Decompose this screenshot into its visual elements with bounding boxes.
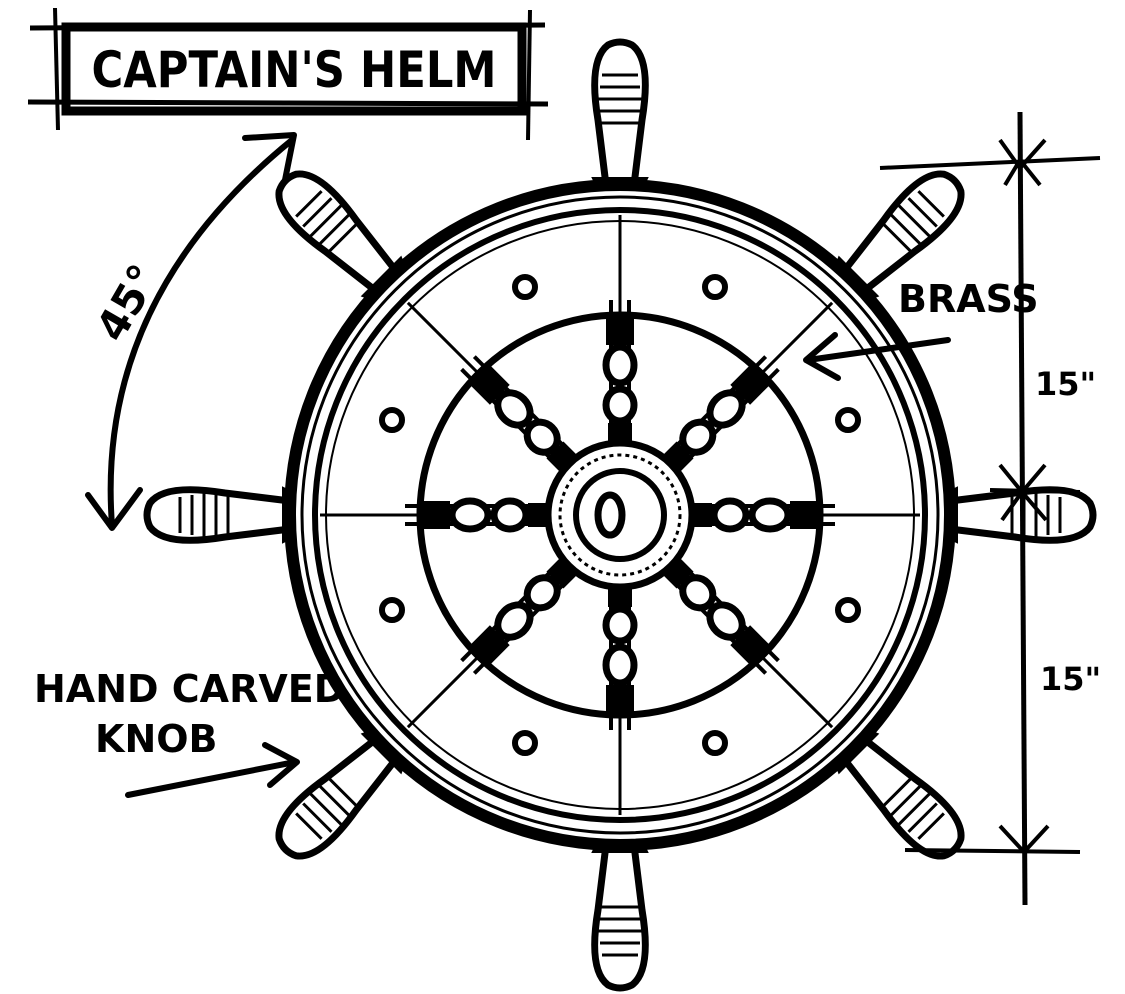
dimension-upper-label: 15" [1035,365,1096,403]
knob-label-line1: HAND CARVED [34,667,345,711]
knob-label-line2: KNOB [95,717,218,761]
wheel-hub [544,439,696,591]
ship-wheel [147,42,1093,988]
title-box: CAPTAIN'S HELM [27,7,549,141]
rim-rivets [379,274,861,756]
knob-annotation: HAND CARVED KNOB [34,667,345,798]
brass-label: BRASS [898,277,1039,321]
dimension-annotation: 15" 15" [879,111,1101,906]
brass-annotation: BRASS [803,277,1039,381]
page-title: CAPTAIN'S HELM [92,41,497,99]
angle-annotation: 45° [85,132,297,531]
dimension-lower-label: 15" [1040,660,1101,698]
